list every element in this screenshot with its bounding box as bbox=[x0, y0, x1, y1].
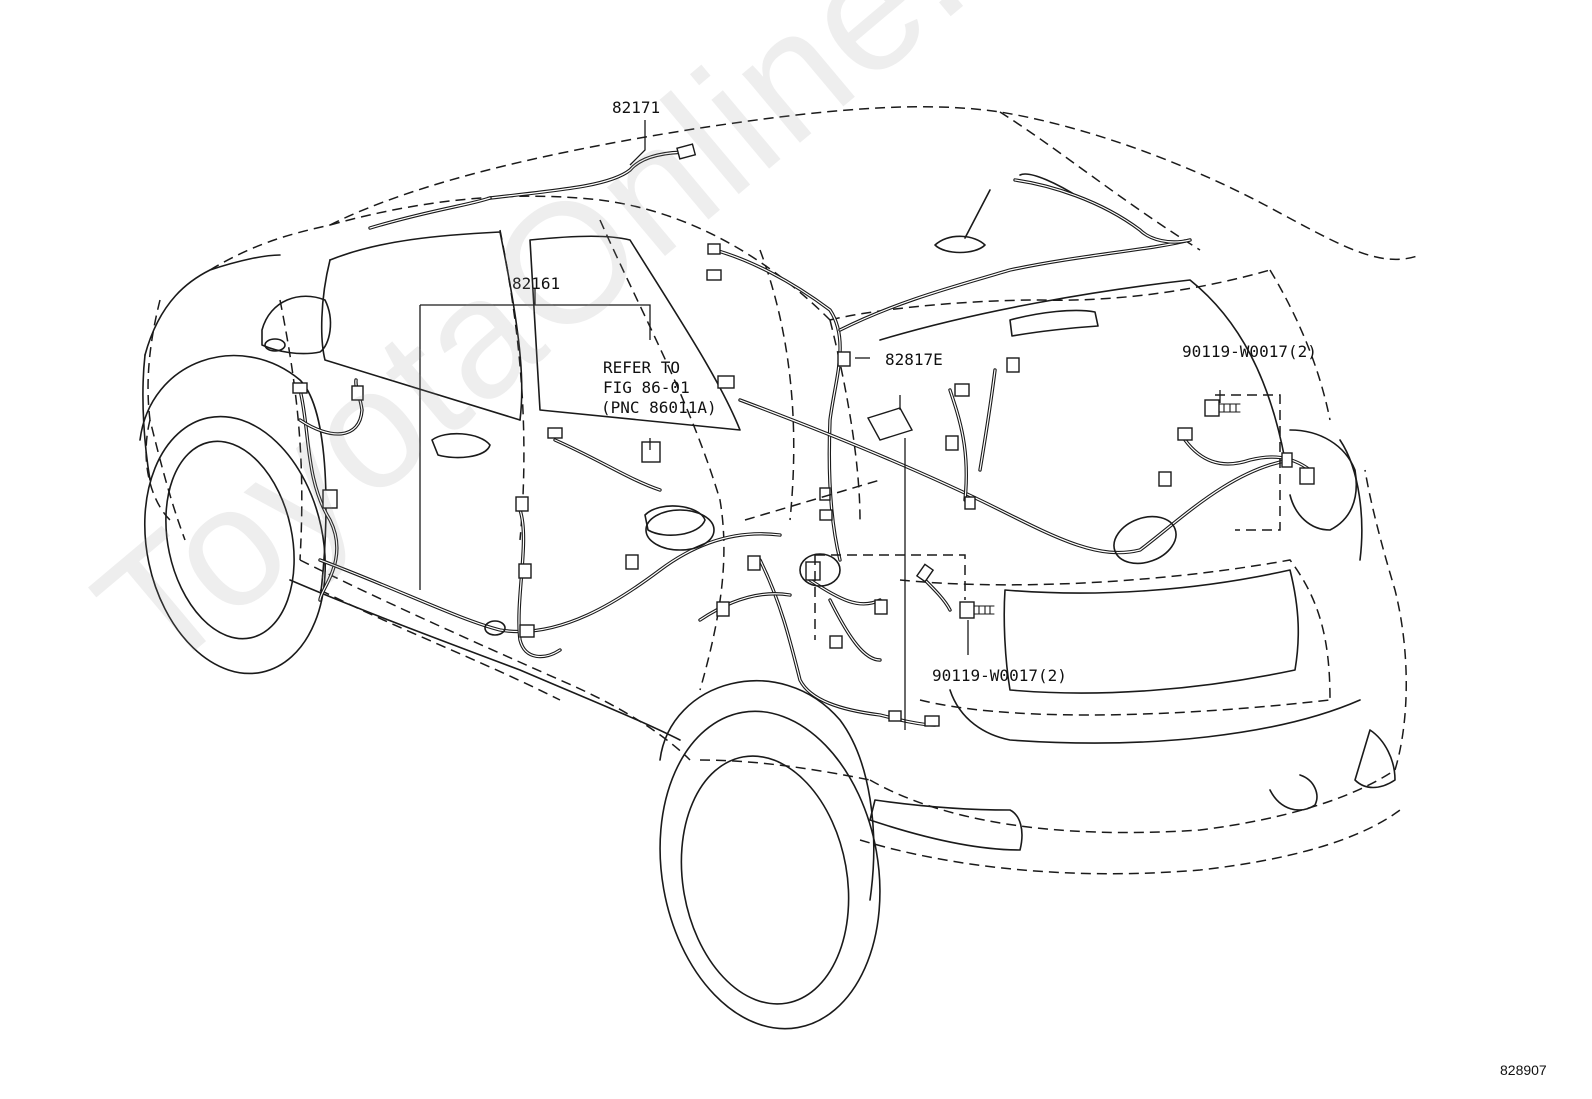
part-label-bolt-lower[interactable]: 90119-W0017(2) bbox=[932, 666, 1067, 685]
part-label-82161[interactable]: 82161 bbox=[512, 274, 561, 293]
part-label-82817e[interactable]: 82817E bbox=[885, 350, 943, 369]
leader-lines bbox=[419, 120, 1281, 730]
part-label-bolt-upper[interactable]: 90119-W0017(2) bbox=[1182, 342, 1317, 361]
car-body-details bbox=[139, 173, 1396, 1030]
wire-harnesses bbox=[298, 150, 1312, 727]
connectors bbox=[292, 143, 1315, 727]
bolt-lower bbox=[959, 601, 995, 619]
bolt-upper bbox=[1204, 399, 1241, 417]
figure-id: 828907 bbox=[1500, 1062, 1547, 1078]
part-label-82171[interactable]: 82171 bbox=[612, 98, 661, 117]
refer-line-2: FIG 86-01 bbox=[603, 378, 690, 397]
refer-line-1: REFER TO bbox=[603, 358, 681, 377]
refer-line-3: (PNC 86011A) bbox=[601, 398, 717, 417]
protector-plate bbox=[866, 407, 914, 441]
bolts bbox=[959, 399, 1241, 619]
